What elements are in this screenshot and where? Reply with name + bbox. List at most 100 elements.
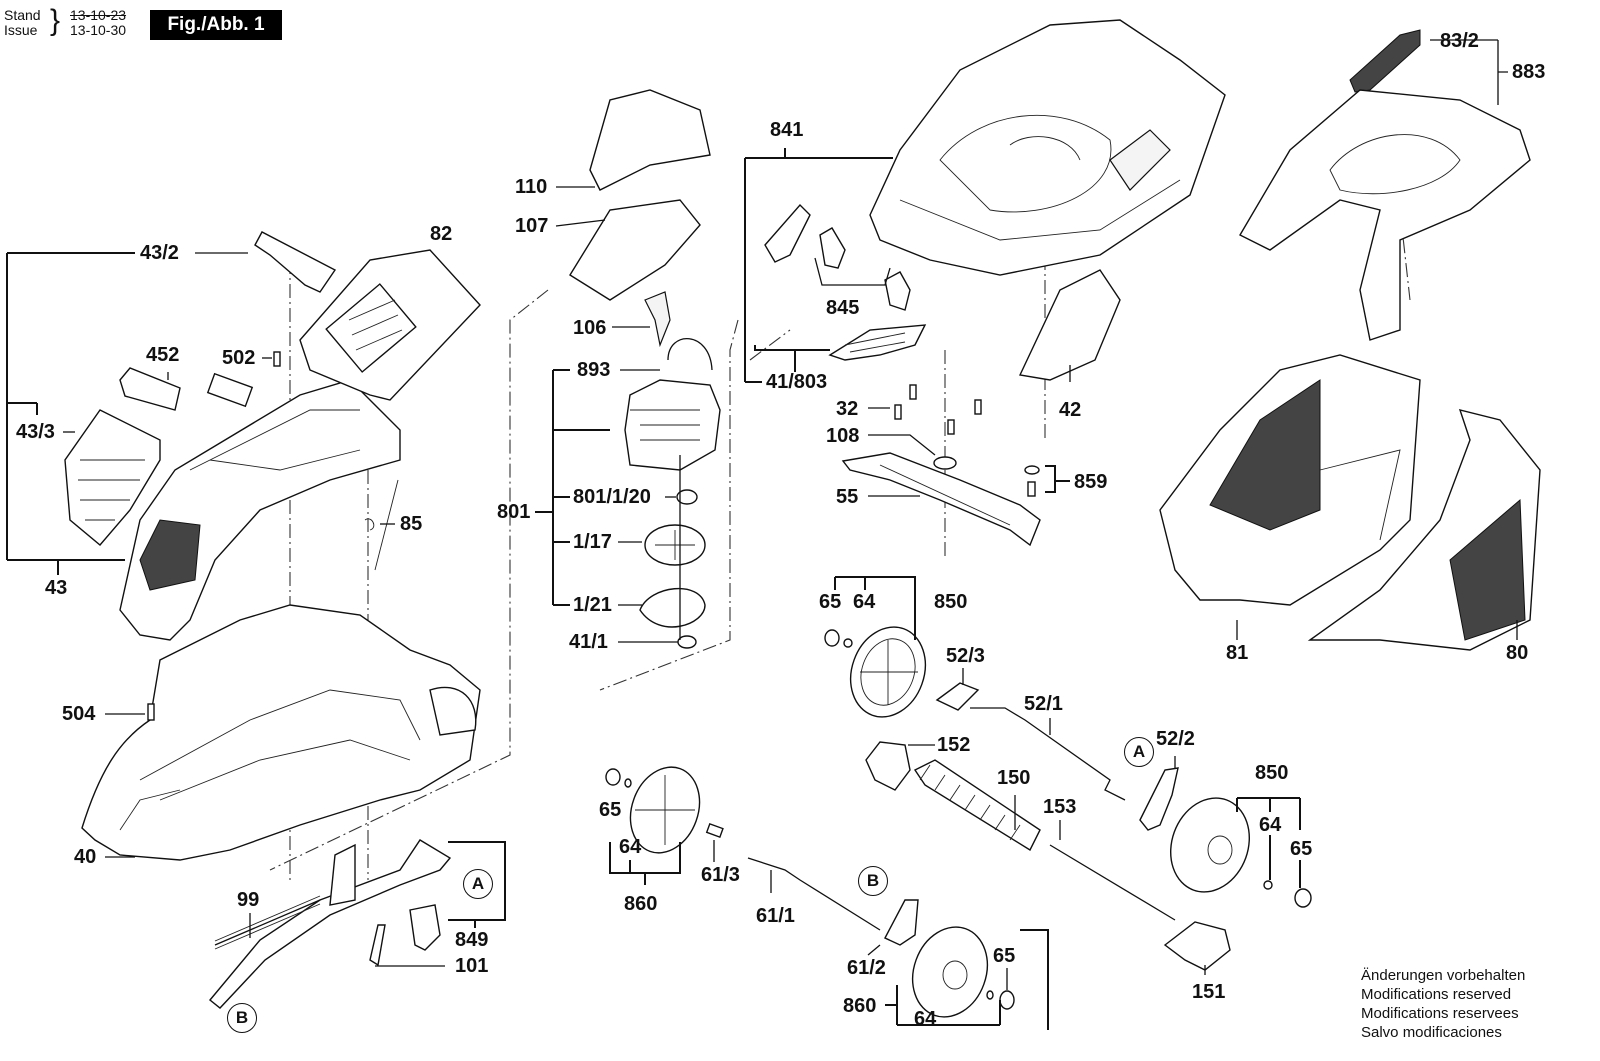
stand-date: 13-10-23 [70, 7, 127, 23]
callout-152: 152 [937, 734, 971, 756]
callout-65-rear: 65 [1290, 838, 1313, 860]
callout-801-1-20: 801/1/20 [573, 486, 651, 508]
callout-849: 849 [455, 929, 489, 951]
header-brace: } [50, 4, 61, 37]
callout-153: 153 [1043, 796, 1077, 818]
part-151-end-cap [1163, 921, 1231, 971]
callout-32: 32 [836, 398, 859, 420]
stand-label: Stand [4, 7, 41, 23]
callout-504: 504 [62, 703, 96, 725]
part-150-roller [913, 759, 1041, 851]
part-152-end-cap [865, 741, 911, 791]
part-52-2-lever [1139, 767, 1179, 831]
callout-65-front: 65 [819, 591, 842, 613]
part-52-3-bushing [935, 682, 980, 711]
part-452-badge [119, 367, 181, 411]
notice-line: Salvo modificaciones [1361, 1024, 1502, 1041]
part-61-3-bushing [705, 822, 724, 838]
callout-43: 43 [45, 577, 68, 599]
callout-110: 110 [515, 176, 548, 198]
callout-151: 151 [1192, 981, 1226, 1003]
callout-80: 80 [1506, 642, 1529, 664]
callout-41-1: 41/1 [569, 631, 608, 653]
callout-106: 106 [573, 317, 607, 339]
callout-52-2: 52/2 [1156, 728, 1195, 750]
part-61-1-axle [747, 857, 881, 931]
part-849-height-lever [209, 839, 452, 1009]
callout-860-bottom: 860 [843, 995, 877, 1017]
callout-65-bottom: 65 [993, 945, 1016, 967]
callout-452: 452 [146, 344, 180, 366]
part-43-2-grip [254, 231, 337, 293]
part-99-spring [214, 895, 321, 950]
notice-line: Modifications reserved [1361, 986, 1512, 1003]
header-dates: 13-10-23 13-10-30 [70, 8, 126, 38]
leader-lines [6, 39, 1518, 1030]
callout-64-front: 64 [853, 591, 876, 613]
reference-marker-b: B [227, 1003, 257, 1033]
reference-marker-a: A [463, 869, 493, 899]
callout-64-left: 64 [619, 836, 642, 858]
deck-subparts [764, 203, 927, 361]
callout-850-rear: 850 [1255, 762, 1289, 784]
small-fasteners-left [147, 351, 399, 721]
part-83-2-handle-grip [1349, 29, 1421, 93]
callout-1-21: 1/21 [573, 594, 612, 616]
callout-43-3: 43/3 [16, 421, 55, 443]
callout-81: 81 [1226, 642, 1249, 664]
callout-150: 150 [997, 767, 1031, 789]
callout-893: 893 [577, 359, 611, 381]
part-61-2-lever [884, 899, 919, 946]
front-wheel-left [824, 626, 927, 718]
callout-502: 502 [222, 347, 256, 369]
reference-marker-b: B [858, 866, 888, 896]
callout-52-3: 52/3 [946, 645, 985, 667]
callout-841: 841 [770, 119, 804, 141]
part-52-1-axle [970, 707, 1126, 801]
callout-108: 108 [826, 425, 860, 447]
modifications-notice: Änderungen vorbehalten Modifications res… [1361, 966, 1525, 1042]
callout-61-1: 61/1 [756, 905, 795, 927]
reference-marker-a: A [1124, 737, 1154, 767]
part-883-grassbox-lid [1239, 89, 1531, 341]
callout-801: 801 [497, 501, 531, 523]
callout-55: 55 [836, 486, 859, 508]
part-841-deck [869, 19, 1226, 276]
header-labels: Stand Issue [4, 8, 41, 38]
callout-64-rear: 64 [1259, 814, 1282, 836]
callout-42: 42 [1059, 399, 1082, 421]
part-101-link [369, 924, 386, 967]
part-40-housing [81, 604, 481, 861]
callout-83-2: 83/2 [1440, 30, 1479, 52]
callout-61-3: 61/3 [701, 864, 740, 886]
callout-850-front: 850 [934, 591, 968, 613]
callout-61-2: 61/2 [847, 957, 886, 979]
callout-43-2: 43/2 [140, 242, 179, 264]
figure-label: Fig./Abb. 1 [150, 10, 282, 40]
callout-65-left: 65 [599, 799, 622, 821]
part-82-lid [299, 249, 481, 401]
callout-64-bottom: 64 [914, 1008, 937, 1030]
issue-label: Issue [4, 22, 38, 38]
callout-41-803: 41/803 [766, 371, 828, 393]
blade-assembly [841, 384, 1041, 547]
callout-107: 107 [515, 215, 549, 237]
part-80-grassbox-side [1307, 409, 1541, 651]
callout-99: 99 [237, 889, 260, 911]
rear-wheel-bottom [911, 926, 1015, 1018]
part-42-flap [1018, 269, 1121, 381]
rear-wheel-left [605, 766, 701, 854]
callout-845: 845 [826, 297, 860, 319]
motor-assembly [569, 89, 721, 649]
rear-wheel-right [1169, 797, 1312, 908]
callout-859: 859 [1074, 471, 1108, 493]
part-153-rod [1049, 844, 1176, 921]
issue-date: 13-10-30 [70, 22, 127, 38]
callout-1-17: 1/17 [573, 531, 612, 553]
callout-101: 101 [455, 955, 489, 977]
callout-52-1: 52/1 [1024, 693, 1063, 715]
callout-85: 85 [400, 513, 423, 535]
part-43-3-cover [64, 409, 161, 546]
part-43-handle-frame [119, 379, 401, 641]
